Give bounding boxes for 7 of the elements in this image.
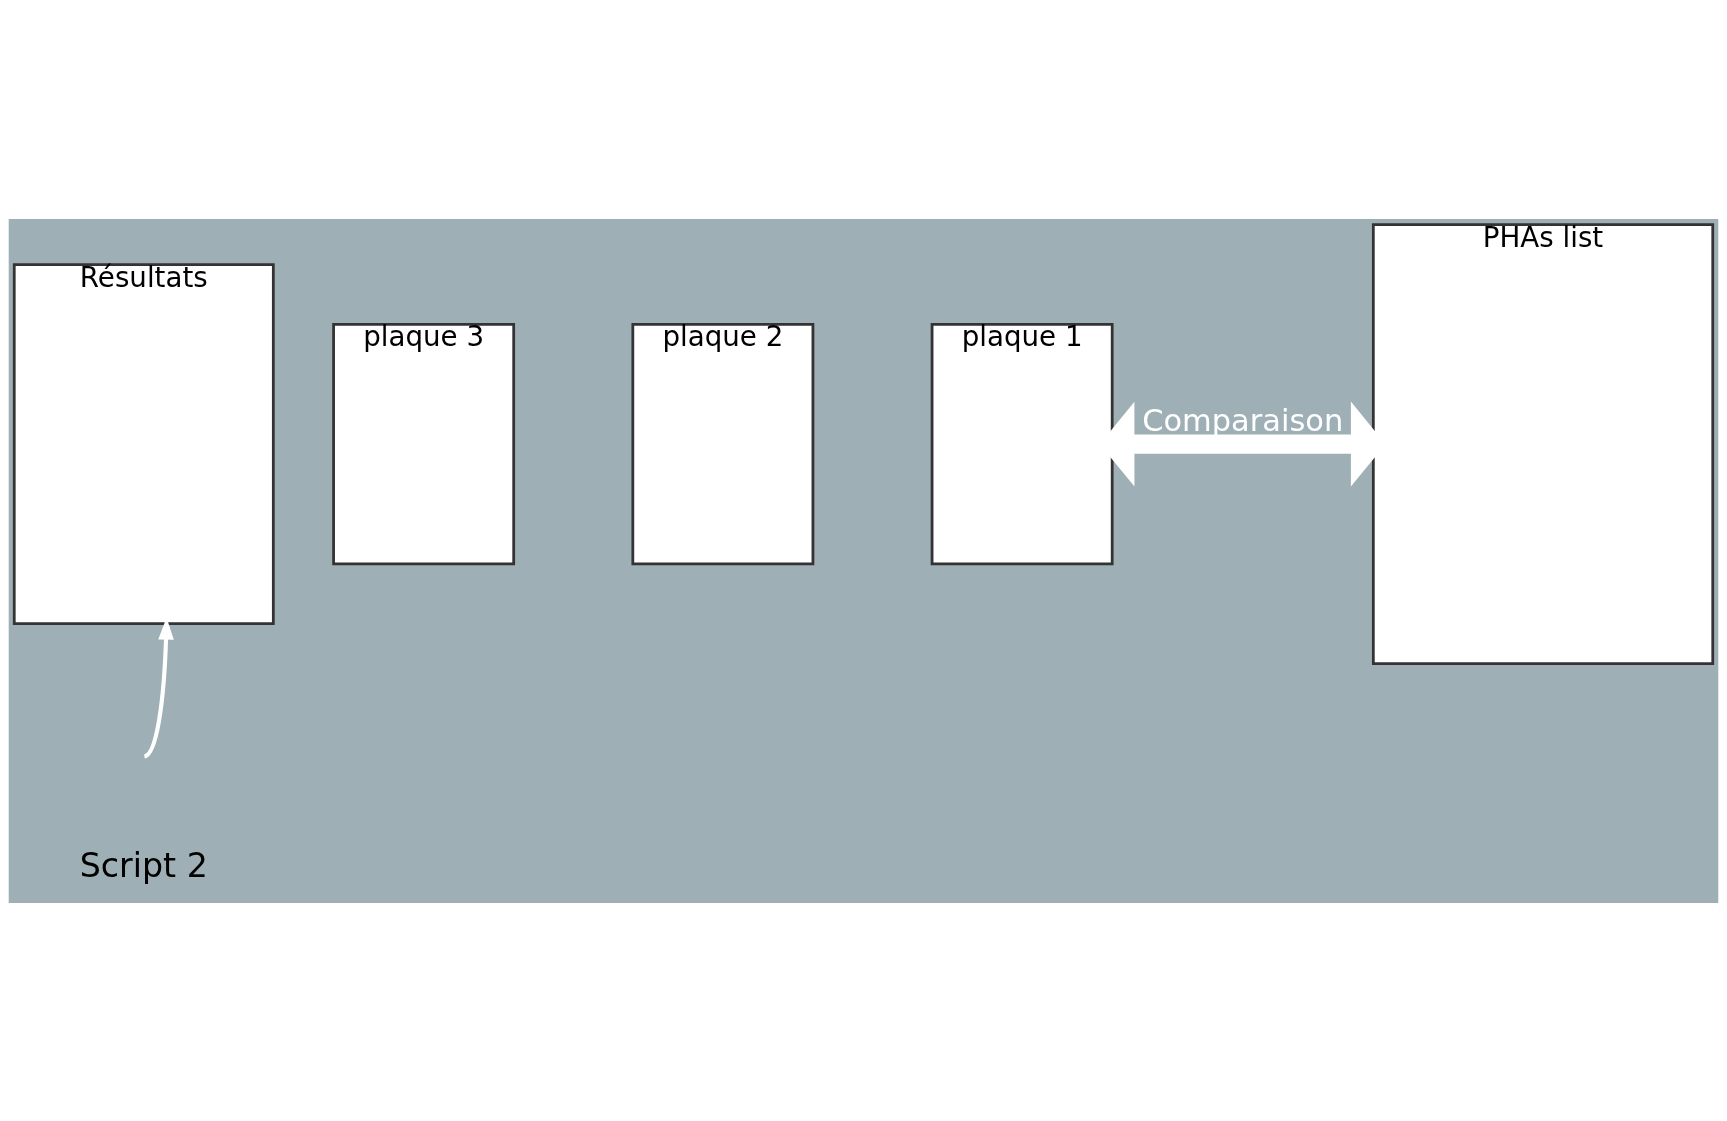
edge-label: Comparaison: [1142, 402, 1344, 438]
node-box: plaque 2: [631, 322, 815, 565]
node-box: plaque 3: [332, 322, 516, 565]
node-box: PHAs list: [1371, 222, 1715, 665]
node-box: plaque 1: [930, 322, 1114, 565]
label: Script 2: [79, 845, 208, 885]
node-box: Résultats: [12, 262, 275, 625]
